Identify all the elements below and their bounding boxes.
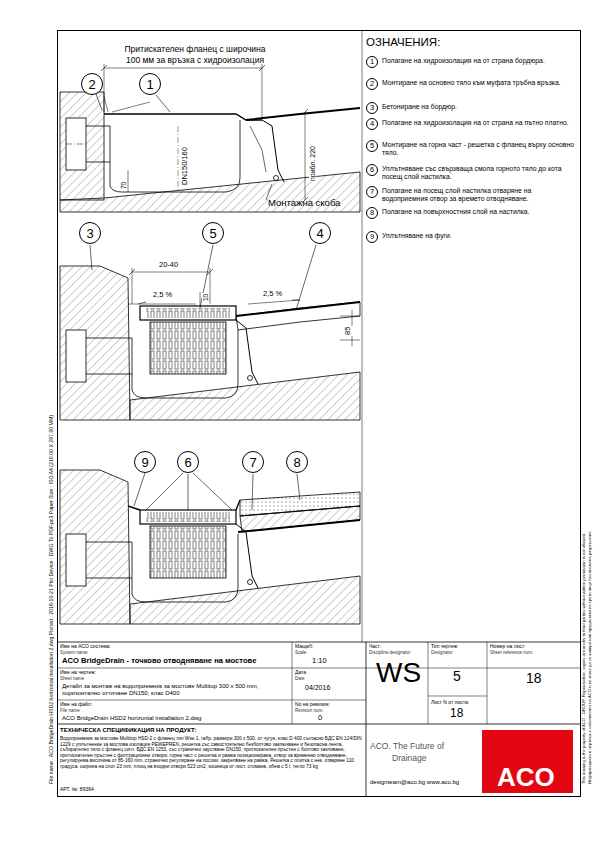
title-block-text: Част: [369,644,381,650]
system-name: ACO BridgeDrain - точково отводняване на… [62,657,290,666]
legend-text: Монтиране на основно тяло към муфата тръ… [382,79,577,87]
legend-number: 2 [366,78,378,90]
callout-text: 8 [293,456,300,469]
title-block-text: WS [376,657,421,689]
callout-text: 6 [370,166,374,174]
legend-number: 4 [366,118,378,130]
legend-text: Бетониране на бордюр. [382,103,577,111]
dimension-label: 85 [344,326,353,336]
title-block-text: System name [60,650,88,655]
dimension-label: 2,5 % [152,291,173,300]
callout-text: 3 [86,227,93,240]
legend-number: 1 [366,56,378,68]
callout-text: 5 [370,142,374,150]
title-block-text: Date [295,676,305,681]
title-block-text: Име на чертеж: [60,670,96,676]
title-block-text: Мащаб: [295,644,313,650]
title-block-text: File name [60,708,80,713]
legend-text: Полагане на хидроизолация на от страна н… [382,119,577,127]
title-block-text: 0 [318,714,322,723]
legend-text: Монтиране на горна част - решетка с флан… [382,141,577,157]
callout-text: 9 [370,233,374,241]
dimension-label: 10 [202,293,209,302]
legend-number: 9 [366,231,378,243]
title-block-text: Дата [295,670,306,676]
title-block-text: ТЕХНИЧЕСКА СПЕЦИФИКАЦИЯ НА ПРОДУКТ: [60,727,197,734]
title-block-text: Sheet name [60,676,84,681]
callout-number: 3 [79,222,101,244]
legend-text: Полагане на хидроизолация на от страна б… [382,57,577,65]
callout-text: 7 [249,456,256,469]
dimension-label: прибл. 220 [309,145,317,182]
title-block-text: Drainage [392,754,427,764]
callout-number: 8 [286,451,308,473]
legend-text: Уплътняване със свързваща смола горното … [382,165,577,181]
title-block-text: Лист N от листа: [431,700,469,706]
title-block-text: ACO BridgeDrain HSD2 horizontal installa… [62,715,290,722]
legend-text: ОЗНАЧЕНИЯ: [366,36,440,49]
title-block-text: No на ревизия: [295,702,330,708]
callout-number: 6 [177,451,199,473]
dimension-label: DN150/160 [181,146,190,186]
title-block-text: АРТ. №: 89364 [60,787,94,793]
callout-text: 1 [146,78,153,91]
callout-text: 5 [209,227,216,240]
legend-number: 5 [366,140,378,152]
callout-number: 5 [202,222,224,244]
callout-number: 2 [81,73,103,95]
callout-text: 9 [141,456,148,469]
dimension-label: Монтажна скоба [268,198,340,209]
callout-text: 2 [370,80,374,88]
title-block-text: Водоприемник за мостове Multitop HSD-2 с… [60,736,364,770]
title-block-text: 04/2016 [305,684,330,692]
title-block-text: Информацията в чертежа е собственост на … [588,530,593,784]
callout-text: 2 [88,78,95,91]
title-block-text: 18 [526,670,542,686]
title-block-text: Детайл за монтаж на водоприемник за мост… [62,683,290,697]
title-block-text: 5 [453,668,461,684]
legend-number: 8 [366,207,378,219]
title-block-text: 1:10 [312,657,327,666]
title-block-text: Номер на лист: [490,644,526,650]
title-block-text: ACO. The Future of [370,742,444,752]
title-block-text: Discipline designator [369,650,411,655]
title-block-text: This drawing is the property of ACO - GR… [582,533,587,784]
callout-text: 1 [370,58,374,66]
legend-text: Уплътняване на фуги. [382,232,577,240]
callout-text: 7 [370,188,374,196]
callout-number: 4 [309,222,331,244]
callout-number: 7 [242,451,264,473]
title-block-text: ACO [497,763,555,793]
callout-text: 4 [316,227,323,240]
dimension-label: 20-40 [158,261,179,270]
legend-text: Полагане на посещ слой настилка отваряне… [382,187,577,203]
title-block-text: Име на ACO система: [60,644,111,650]
legend-number: 6 [366,164,378,176]
title-block-text: Тип чертеж: [431,644,458,650]
callout-text: 4 [370,120,374,128]
callout-text: 6 [184,456,191,469]
title-block-text: Scale [295,650,306,655]
dimension-label: 100 мм за връзка с хидроизолация [95,56,295,66]
callout-number: 9 [134,451,156,473]
dimension-label: Притискателен фланец с широчина [95,45,295,55]
legend-text: Полагане на повърхностния слой на настил… [382,208,577,216]
legend-number: 3 [366,102,378,114]
callout-text: 8 [370,209,374,217]
legend-number: 7 [366,186,378,198]
title-block-text: 18 [450,707,463,721]
title-block-text: designteam@aco.bg www.aco.bg [370,779,459,786]
callout-number: 1 [139,73,161,95]
title-block-text: File name : ACO BridgeDrain HSD2 horizon… [49,415,55,784]
dimension-label: 2,5 % [262,290,283,299]
callout-text: 3 [370,104,374,112]
title-block-text: Sheet reference num. [490,650,533,655]
title-block-text: Designator [431,650,453,655]
title-block-text: Revision num. [295,708,324,713]
dimension-label: 70 [120,181,127,190]
title-block-text: Име на файл: [60,702,92,708]
